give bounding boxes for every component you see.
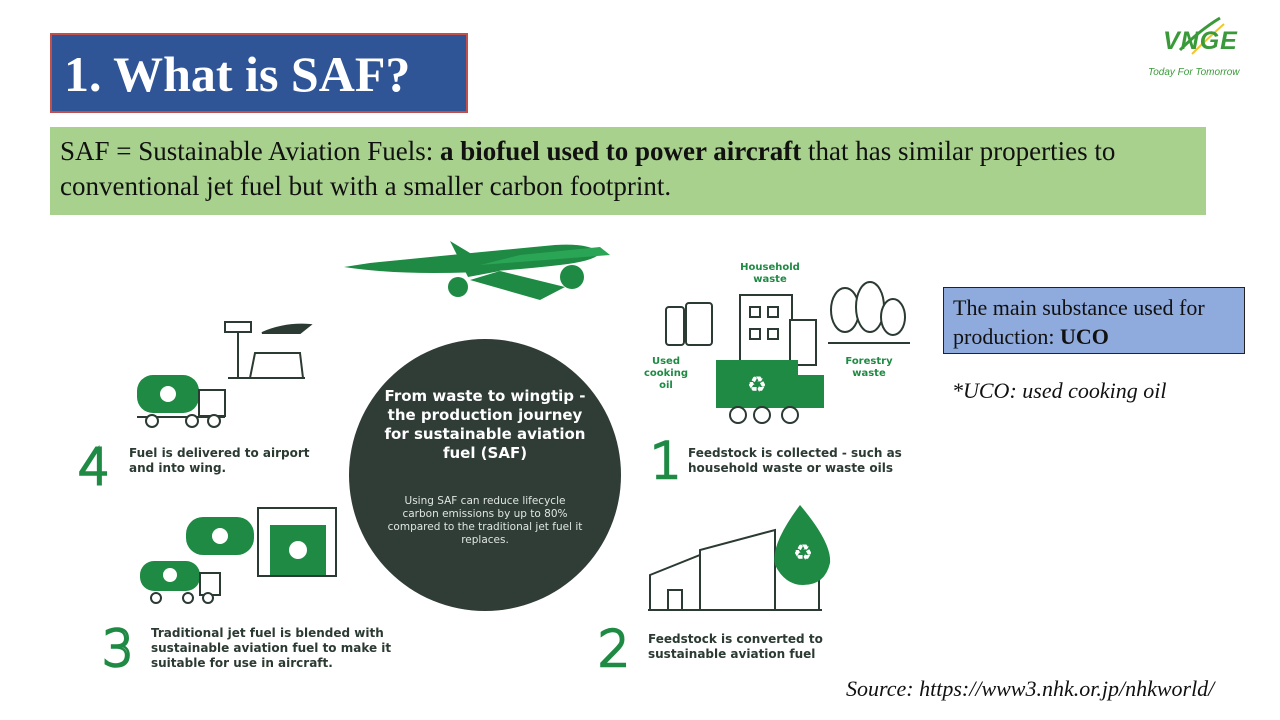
used-cooking-oil-label: Used cooking oil [643,356,689,391]
step-2-text: Feedstock is converted to sustainable av… [648,632,823,661]
logo-tagline: Today For Tomorrow [1148,67,1240,78]
uco-callout-text: The main substance used for production: … [953,293,1243,351]
forest-icon [828,281,910,344]
svg-text:♻: ♻ [793,541,813,566]
airport-icon [224,321,313,379]
household-waste-label: Household waste [740,262,800,285]
airplane-icon [344,241,610,300]
step-4-number: 4 [77,438,111,496]
uco-callout-label: The main substance used for production: [953,295,1205,349]
step-3-number: 3 [101,620,135,678]
circle-body: Using SAF can reduce lifecycle carbon em… [387,495,583,546]
cooking-oil-bottles-icon [665,302,713,346]
logo-swoosh-icon [1178,16,1225,55]
step-3-text: Traditional jet fuel is blended with sus… [151,626,392,670]
logo [1140,10,1280,85]
definition-box: SAF = Sustainable Aviation Fuels: a biof… [50,127,1206,215]
circle-heading: From waste to wingtip - the production j… [384,387,586,462]
forestry-waste-label: Forestry waste [845,356,893,379]
step-2-number: 2 [597,620,631,678]
household-building-icon [739,294,817,366]
fuel-tanks-icon [140,507,337,604]
definition-part1: SAF = Sustainable Aviation Fuels: [60,136,440,166]
step-1-number: 1 [649,432,683,490]
title-banner: 1. What is SAF? [50,33,468,113]
droplet-recycle-icon: ♻ [774,505,831,585]
definition-text: SAF = Sustainable Aviation Fuels: a biof… [60,134,1200,204]
definition-highlight: a biofuel used to power aircraft [440,136,802,166]
page-title: 1. What is SAF? [64,46,411,102]
source-citation: Source: https://www3.nhk.or.jp/nhkworld/ [846,676,1215,701]
fuel-truck-icon [137,375,226,428]
garbage-truck-icon: ♻ [716,360,824,424]
step-1-text: Feedstock is collected - such as househo… [688,446,902,475]
infographic-graphics: ♻ ♻ [137,241,910,611]
center-circle: From waste to wingtip - the production j… [349,339,621,611]
uco-footnote: *UCO: used cooking oil [952,378,1167,403]
step-4-text: Fuel is delivered to airport and into wi… [129,446,310,475]
svg-text:♻: ♻ [747,373,767,398]
logo-wordmark: VNGE [1163,27,1238,55]
uco-callout: The main substance used for production: … [943,287,1245,354]
definition-part2: that has similar properties to conventio… [60,136,1116,201]
uco-callout-value: UCO [1059,324,1109,349]
factory-icon [648,528,822,611]
